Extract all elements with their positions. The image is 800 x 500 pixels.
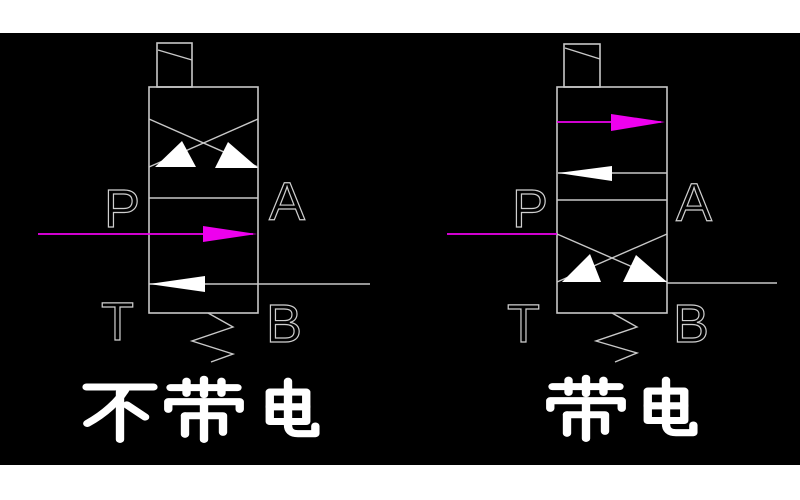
closed-arrowhead-icon: [155, 141, 196, 167]
port-label-a: A: [676, 173, 712, 233]
blocked-ports-crossed-arrows: [148, 118, 259, 168]
spring-icon: [189, 312, 236, 363]
port-label-t: T: [507, 294, 540, 354]
solenoid-box: [156, 42, 193, 88]
flow-arrowhead-icon: [203, 226, 257, 242]
return-arrowhead-icon: [558, 166, 612, 181]
bottom-border: [0, 465, 800, 500]
closed-arrowhead-icon: [562, 254, 601, 282]
return-arrowhead-icon: [149, 276, 205, 292]
closed-arrowhead-icon: [623, 255, 667, 282]
blocked-ports-crossed-arrows: [556, 233, 668, 283]
return-path-b-to-t: [149, 276, 370, 292]
flow-arrowhead-icon: [611, 114, 665, 131]
spring-icon: [593, 312, 640, 363]
closed-arrowhead-icon: [215, 142, 258, 168]
port-label-p: P: [512, 179, 548, 239]
flow-path-p-to-a: [38, 226, 257, 242]
top-border: [0, 0, 800, 33]
valve-body: [148, 86, 259, 314]
flow-path-top: [557, 114, 665, 131]
solenoid-diagonal-line: [564, 47, 601, 60]
port-label-a: A: [269, 172, 305, 232]
port-label-t: T: [101, 292, 134, 352]
valve-energized: P A T B: [447, 43, 777, 438]
solenoid-box: [563, 43, 601, 88]
caption-deenergized: [87, 379, 316, 439]
port-label-b: B: [673, 294, 709, 354]
valve-deenergized: P A T B: [38, 42, 370, 439]
port-label-b: B: [266, 294, 302, 354]
solenoid-diagonal-line: [157, 49, 193, 61]
port-label-p: P: [104, 179, 140, 239]
return-path-mid: [558, 166, 667, 181]
caption-energized: [550, 378, 693, 438]
